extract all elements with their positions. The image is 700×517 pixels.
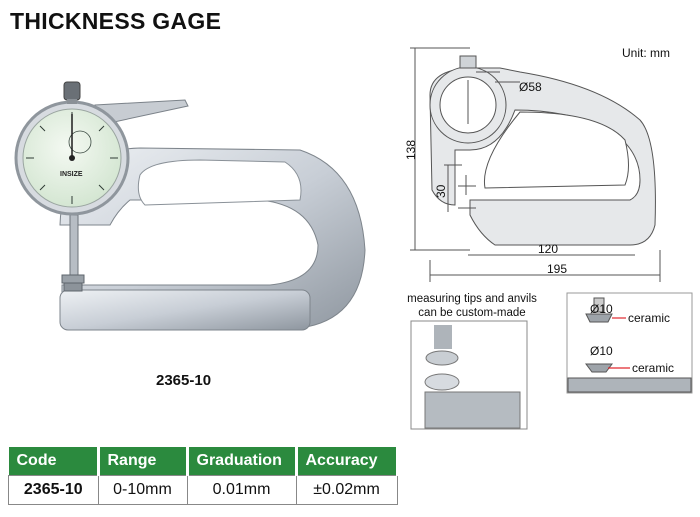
cell-range: 0-10mm <box>97 475 188 505</box>
dim-tip-upper: Ø10 <box>590 302 613 316</box>
custom-note-line-2: can be custom-made <box>418 307 526 319</box>
spec-table: Code Range Graduation Accuracy 2365-10 0… <box>8 447 399 505</box>
model-number: 2365-10 <box>156 372 212 389</box>
cell-accuracy: ±0.02mm <box>295 475 398 505</box>
header-range: Range <box>98 447 189 476</box>
dim-overall-length: 195 <box>547 262 568 276</box>
cell-graduation: 0.01mm <box>186 475 297 505</box>
header-graduation: Graduation <box>187 447 298 476</box>
dim-dial-diameter: Ø58 <box>519 80 542 94</box>
cell-code: 2365-10 <box>8 475 99 505</box>
label-ceramic-lower: ceramic <box>632 361 675 375</box>
label-ceramic-upper: ceramic <box>628 311 671 325</box>
dim-throat-depth: 120 <box>538 242 559 256</box>
dial-brand-logo: INSIZE <box>60 171 83 178</box>
dim-total-height: 138 <box>404 139 418 160</box>
page-title: THICKNESS GAGE <box>10 8 222 34</box>
dim-tip-lower: Ø10 <box>590 344 613 358</box>
header-accuracy: Accuracy <box>296 447 399 476</box>
dim-throat-height: 30 <box>434 184 448 198</box>
header-code: Code <box>8 447 100 476</box>
custom-note-line-1: measuring tips and anvils <box>407 293 537 305</box>
table-row: 2365-10 0-10mm 0.01mm ±0.02mm <box>8 475 398 505</box>
spec-header-row: Code Range Graduation Accuracy <box>8 447 399 476</box>
unit-label: Unit: mm <box>622 46 670 60</box>
custom-note: measuring tips and anvils can be custom-… <box>392 292 552 320</box>
